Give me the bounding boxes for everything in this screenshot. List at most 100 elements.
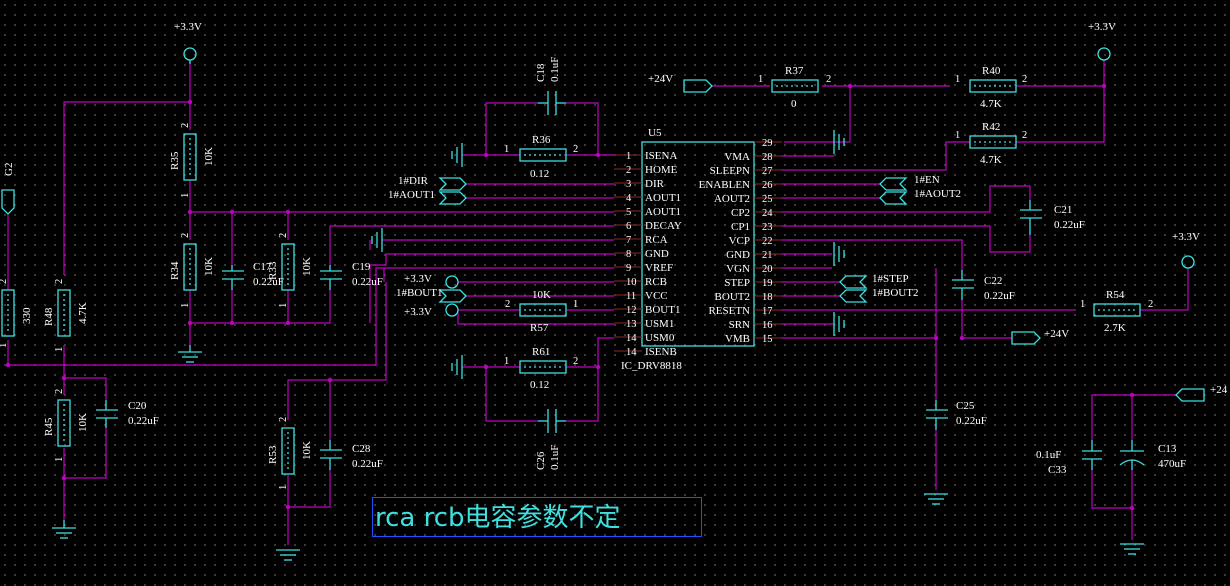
c18-ref: C18 [535, 63, 547, 82]
net-port-dir[interactable]: 1#DIR [398, 175, 467, 191]
ic-pin-number: 15 [762, 334, 773, 345]
ic-pin-number: 10 [626, 277, 637, 288]
r54-ref: R54 [1106, 289, 1125, 301]
c21-value: 0.22uF [1054, 219, 1085, 231]
net-label-aout2: 1#AOUT2 [914, 188, 961, 200]
ic-pin-name: BOUT2 [715, 291, 750, 303]
net-port-g2[interactable]: G2 [1, 163, 15, 215]
net-port-aout2[interactable]: 1#AOUT2 [879, 188, 961, 205]
net-port-en[interactable]: 1#EN [879, 174, 940, 191]
capacitor-c28[interactable]: C28 0.22uF [320, 440, 383, 470]
capacitor-c17[interactable]: C17 0.22uF [222, 261, 284, 290]
net-label-aout1: 1#AOUT1 [388, 189, 435, 201]
c20-ref: C20 [128, 400, 147, 412]
r45-pin1: 1 [54, 457, 65, 462]
ic-u5-body [641, 141, 755, 347]
net-port-24v-right[interactable]: +24V [1011, 328, 1069, 345]
c26-value: 0.1uF [549, 445, 561, 470]
r54-pin2: 2 [1148, 299, 1153, 310]
resistor-r61[interactable]: R61 0.12 1 2 [504, 346, 578, 391]
r57-value: 10K [532, 289, 551, 301]
r61-pin1: 1 [504, 356, 509, 367]
c13-ref: C13 [1158, 443, 1177, 455]
r42-ref: R42 [982, 121, 1000, 133]
capacitor-c26[interactable]: C26 0.1uF [535, 409, 566, 470]
r42-pin2: 2 [1022, 130, 1027, 141]
ic-pin-name: VCP [729, 235, 750, 247]
ic-pin-number: 1 [626, 151, 631, 162]
r37-pin2: 2 [826, 74, 831, 85]
r36-ref: R36 [532, 134, 551, 146]
ic-pin-number: 14 [626, 347, 637, 358]
resistor-r57[interactable]: 10K R57 2 1 [505, 289, 578, 334]
capacitor-c20[interactable]: C20 0.22uF [96, 400, 159, 428]
resistor-330[interactable]: 330 2 1 [0, 279, 33, 348]
c26-ref: C26 [535, 451, 547, 470]
ic-pin-number: 27 [762, 166, 773, 177]
r61-pin2: 2 [573, 356, 578, 367]
resistor-r36[interactable]: R36 0.12 1 2 [504, 134, 578, 180]
c22-value: 0.22uF [984, 290, 1015, 302]
ic-pin-number: 12 [626, 305, 637, 316]
power-port-3v3-vcc[interactable]: +3.3V [404, 273, 459, 289]
ic-pin-number: 26 [762, 180, 773, 191]
resistor-r33[interactable]: R33 10K 2 1 [267, 233, 313, 308]
r42-value: 4.7K [980, 154, 1002, 166]
ic-pin-name: STEP [724, 277, 750, 289]
resistor-r54[interactable]: R54 2.7K 1 2 [1080, 289, 1153, 334]
power-port-3v3-far-right[interactable]: +3.3V [1172, 231, 1200, 269]
resistor-r40[interactable]: R40 4.7K 1 2 [955, 65, 1027, 110]
ic-pin-name: RCA [645, 234, 668, 246]
ic-pin-number: 28 [762, 152, 773, 163]
capacitor-c18[interactable]: C18 0.1uF [535, 57, 566, 115]
net-port-24v-top[interactable]: +24V [648, 73, 713, 93]
power-port-3v3-right[interactable]: +3.3V [1088, 21, 1116, 61]
ic-pin-name: HOME [645, 164, 678, 176]
resistor-r45[interactable]: R45 10K 2 1 [43, 389, 89, 462]
ground-icon [833, 242, 845, 266]
c33-ref: C33 [1048, 464, 1067, 476]
capacitor-c19[interactable]: C19 0.22uF [320, 261, 383, 290]
c33-value: 0.1uF [1036, 449, 1061, 461]
ic-pin-number: 21 [762, 250, 773, 261]
capacitor-c25[interactable]: C25 0.22uF [926, 400, 987, 430]
r48-pin2: 2 [54, 279, 65, 284]
net-port-aout1[interactable]: 1#AOUT1 [388, 189, 467, 205]
r35-pin2: 2 [180, 123, 191, 128]
resistor-r53[interactable]: R53 10K 2 1 [267, 417, 313, 490]
ic-pin-name: USM1 [645, 318, 674, 330]
r40-value: 4.7K [980, 98, 1002, 110]
ic-pin-name: USM0 [645, 332, 675, 344]
resistor-r35[interactable]: R35 10K 2 1 [169, 123, 215, 198]
c18-value: 0.1uF [549, 57, 561, 82]
net-label-bout2: 1#BOUT2 [872, 287, 918, 299]
resistor-r34[interactable]: R34 10K 2 1 [169, 233, 215, 308]
net-port-bout1[interactable]: 1#BOUT1 [396, 287, 467, 303]
ic-pin-number: 5 [626, 207, 631, 218]
power-port-3v3-usm1[interactable]: +3.3V [404, 303, 459, 318]
net-label-3v3: +3.3V [174, 21, 202, 33]
ic-pin-name: ISENB [645, 346, 677, 358]
ic-pin-number: 6 [626, 221, 631, 232]
resistor-r48[interactable]: R48 4.7K 2 1 [43, 279, 89, 352]
net-port-24-bottom[interactable]: +24 [1175, 384, 1228, 402]
r35-pin1: 1 [180, 193, 191, 198]
r37-ref: R37 [785, 65, 804, 77]
ic-pin-name: VCC [645, 290, 668, 302]
capacitor-c13[interactable]: C13 470uF [1119, 440, 1186, 470]
ground-symbols [52, 130, 1144, 561]
capacitor-c33[interactable]: 0.1uF C33 [1036, 440, 1102, 476]
resistor-r37[interactable]: R37 0 1 2 [758, 65, 831, 110]
ic-pin-number: 25 [762, 194, 773, 205]
ic-pin-name: RESETN [708, 305, 750, 317]
capacitor-c22[interactable]: C22 0.22uF [952, 270, 1015, 302]
resistor-r42[interactable]: R42 4.7K 1 2 [955, 121, 1027, 166]
net-label-3v3: +3.3V [1172, 231, 1200, 243]
r57-ref: R57 [530, 322, 549, 334]
net-port-bout2[interactable]: 1#BOUT2 [839, 287, 918, 303]
net-port-step[interactable]: 1#STEP [839, 273, 909, 289]
power-port-3v3-left[interactable]: +3.3V [174, 21, 202, 64]
net-label-en: 1#EN [914, 174, 940, 186]
capacitor-c21[interactable]: C21 0.22uF [1020, 200, 1085, 235]
